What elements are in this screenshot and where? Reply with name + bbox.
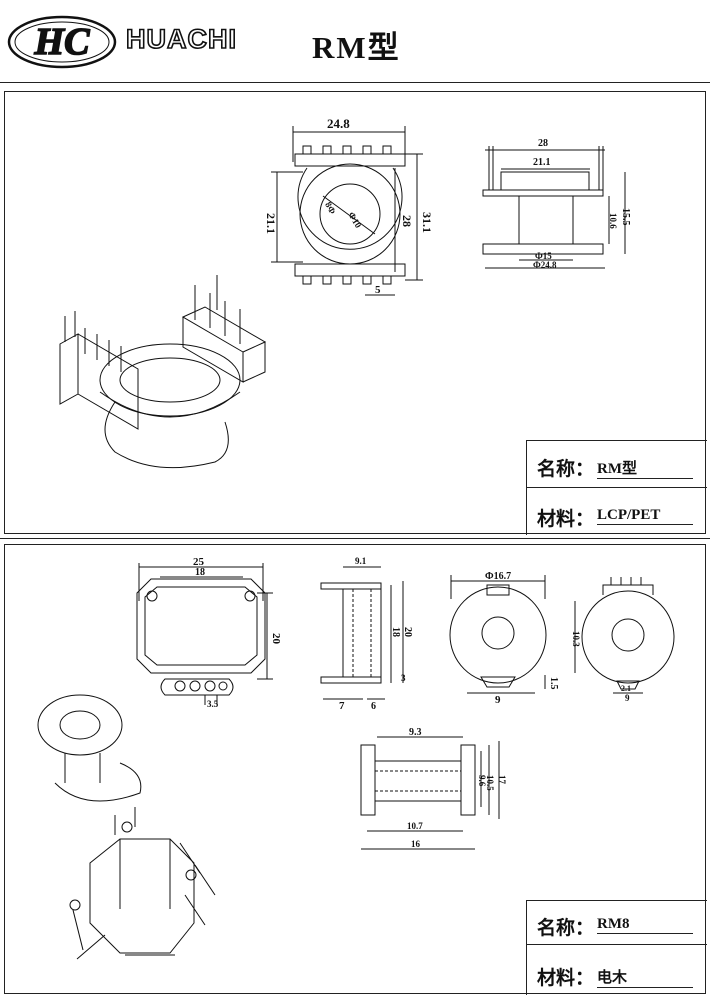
page-header: HC HUACHI RM型 bbox=[0, 0, 710, 84]
material-value-rm8: 电木 bbox=[597, 966, 693, 988]
material-value: LCP/PET bbox=[597, 507, 693, 525]
dim-r-21: 2.1 bbox=[621, 684, 631, 693]
rm8-round-view bbox=[449, 575, 547, 694]
rm-side-view bbox=[482, 146, 626, 269]
dim-inner-dia-a: 8Ф bbox=[323, 200, 338, 216]
huachi-logo: HC bbox=[7, 15, 117, 69]
dim-top-18: 18 bbox=[195, 567, 205, 578]
dim-pitch-35: 3.5 bbox=[207, 699, 219, 709]
dim-side-10: 10.6 bbox=[608, 213, 618, 229]
dim-top-25: 25 bbox=[193, 556, 205, 568]
info-block-rm: 名称： RM型 材料： LCP/PET bbox=[526, 440, 707, 535]
rm-drawings: 24.8 21.1 28 31.1 5 8Ф Ф10 28 21.1 15.5 … bbox=[59, 116, 631, 469]
dim-side-15: 15.5 bbox=[620, 208, 631, 226]
dim-inner-28: 28 bbox=[400, 215, 414, 227]
page-title: RM型 bbox=[312, 30, 401, 65]
dim-c-15: 1.5 bbox=[548, 677, 559, 690]
material-label: 材料： bbox=[537, 509, 595, 530]
name-label: 名称： bbox=[537, 459, 595, 480]
dim-sv-91: 9.1 bbox=[355, 556, 367, 566]
rm8-side-view bbox=[320, 566, 404, 700]
drawing-panel-rm: 24.8 21.1 28 31.1 5 8Ф Ф10 28 21.1 15.5 … bbox=[4, 91, 707, 535]
info-block-rm8: 名称： RM8 材料： 电木 bbox=[526, 900, 707, 995]
dim-b-96: 9.6 bbox=[477, 775, 487, 787]
rm8-round-view-2 bbox=[574, 577, 675, 694]
dim-c-dia: Ф16.7 bbox=[485, 571, 511, 582]
header-divider bbox=[0, 82, 710, 83]
dim-b-107: 10.7 bbox=[407, 821, 423, 831]
section-divider bbox=[0, 538, 710, 539]
dim-r-9: 9 bbox=[625, 693, 630, 703]
dim-sv-7: 7 bbox=[339, 700, 345, 712]
dim-inner-dia-b: Ф10 bbox=[346, 210, 363, 230]
name-label-rm8: 名称： bbox=[537, 918, 595, 939]
dim-sv-20: 20 bbox=[402, 627, 413, 637]
dim-sv-6: 6 bbox=[371, 701, 376, 712]
dim-b-17: 17 bbox=[497, 775, 507, 785]
rm8-isometric-view bbox=[37, 694, 216, 960]
dim-side-28: 28 bbox=[538, 138, 548, 149]
rm-isometric-view bbox=[59, 275, 267, 469]
rm8-bobbin-view bbox=[360, 736, 500, 850]
rm8-drawings: 25 18 20 3.5 9.1 18 20 3 7 6 Ф16.7 9 1.5… bbox=[37, 556, 675, 960]
dim-r-103: 10.3 bbox=[571, 631, 581, 647]
dim-side-248: Ф24.8 bbox=[533, 260, 557, 270]
dim-c-9: 9 bbox=[495, 694, 501, 706]
dim-pin-gap: 5 bbox=[375, 284, 381, 296]
material-label-rm8: 材料： bbox=[537, 968, 595, 989]
rm8-top-view bbox=[136, 563, 273, 705]
dim-sv-3: 3 bbox=[401, 673, 406, 683]
name-value: RM型 bbox=[597, 457, 693, 479]
dim-left-height: 21.1 bbox=[264, 213, 278, 234]
dim-side-20: 20 bbox=[270, 633, 282, 645]
drawing-panel-rm8: 25 18 20 3.5 9.1 18 20 3 7 6 Ф16.7 9 1.5… bbox=[4, 544, 707, 995]
rm-top-view bbox=[271, 126, 423, 296]
dim-sv-18: 18 bbox=[390, 627, 401, 637]
dim-top-width: 24.8 bbox=[327, 116, 350, 131]
dim-b-16: 16 bbox=[411, 839, 421, 849]
name-value-rm8: RM8 bbox=[597, 916, 693, 934]
brand-name: HUACHI bbox=[125, 23, 237, 55]
dim-b-105: 10.5 bbox=[485, 775, 495, 791]
dim-outer-height: 31.1 bbox=[420, 212, 434, 233]
dim-side-21: 21.1 bbox=[533, 157, 551, 168]
logo-text: HC bbox=[34, 21, 91, 63]
dim-b-93: 9.3 bbox=[409, 727, 422, 738]
dim-side-15b: Ф15 bbox=[535, 251, 552, 261]
